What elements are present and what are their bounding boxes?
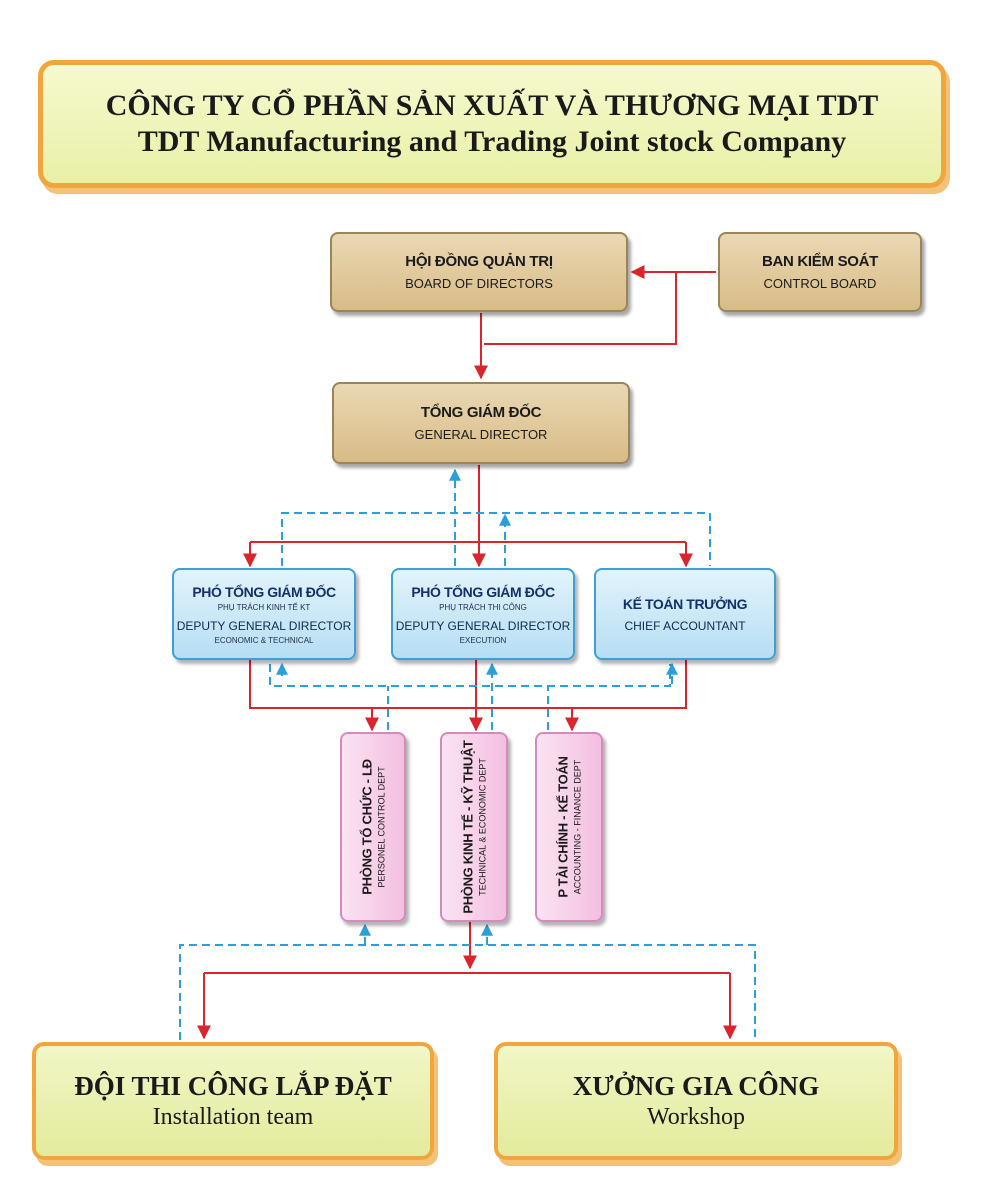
node-label-vn: TỔNG GIÁM ĐỐC xyxy=(420,404,542,421)
node-label-vn: HỘI ĐỒNG QUẢN TRỊ xyxy=(405,253,553,270)
line-control-to-director xyxy=(484,272,677,345)
node-deputy-economic: PHÓ TỔNG GIÁM ĐỐC PHỤ TRÁCH KINH TẾ KT D… xyxy=(172,568,356,660)
node-label-vn: BAN KIỂM SOÁT xyxy=(761,253,879,270)
node-control-board: BAN KIỂM SOÁT CONTROL BOARD xyxy=(718,232,922,312)
node-label-vn: ĐỘI THI CÔNG LẮP ĐẶT xyxy=(74,1071,392,1101)
node-label-vn: PHÒNG TỔ CHỨC - LĐ xyxy=(359,759,375,895)
node-board-of-directors: HỘI ĐỒNG QUẢN TRỊ BOARD OF DIRECTORS xyxy=(330,232,628,312)
node-label-en: CHIEF ACCOUNTANT xyxy=(624,618,746,633)
node-label-en: DEPUTY GENERAL DIRECTOR xyxy=(395,618,571,633)
node-label-en: BOARD OF DIRECTORS xyxy=(405,276,553,291)
node-label-vn: XƯỞNG GIA CÔNG xyxy=(572,1071,820,1101)
node-dept-technical: PHÒNG KINH TẾ - KỸ THUẬT TECHNICAL & ECO… xyxy=(440,732,508,922)
node-sublabel-en: ECONOMIC & TECHNICAL xyxy=(214,635,314,645)
node-workshop: XƯỞNG GIA CÔNG Workshop xyxy=(494,1042,898,1160)
node-chief-accountant: KẾ TOÁN TRƯỞNG CHIEF ACCOUNTANT xyxy=(594,568,776,660)
node-sublabel-vn: PHỤ TRÁCH THI CÔNG xyxy=(439,602,527,612)
node-dept-personnel: PHÒNG TỔ CHỨC - LĐ PERSONEL CONTROL DEPT xyxy=(340,732,406,922)
node-label-en: CONTROL BOARD xyxy=(763,276,877,291)
node-vertical-label: P TÀI CHÍNH - KẾ TOÁN ACCOUNTING - FINAN… xyxy=(556,756,583,897)
node-label-en: Installation team xyxy=(152,1104,314,1130)
node-label-vn: PHÓ TỔNG GIÁM ĐỐC xyxy=(192,583,336,600)
node-label-vn: PHÓ TỔNG GIÁM ĐỐC xyxy=(411,583,555,600)
node-vertical-label: PHÒNG TỔ CHỨC - LĐ PERSONEL CONTROL DEPT xyxy=(360,759,387,894)
node-general-director: TỔNG GIÁM ĐỐC GENERAL DIRECTOR xyxy=(332,382,630,464)
feedback-teams-bus xyxy=(179,944,756,1040)
node-installation-team: ĐỘI THI CÔNG LẮP ĐẶT Installation team xyxy=(32,1042,434,1160)
node-label-en: GENERAL DIRECTOR xyxy=(414,427,548,442)
node-vertical-label: PHÒNG KINH TẾ - KỸ THUẬT TECHNICAL & ECO… xyxy=(461,740,488,913)
node-sublabel-en: EXECUTION xyxy=(459,635,507,645)
node-label-en: PERSONEL CONTROL DEPT xyxy=(376,766,387,888)
node-sublabel-vn: PHỤ TRÁCH KINH TẾ KT xyxy=(217,602,311,612)
company-name-en: TDT Manufacturing and Trading Joint stoc… xyxy=(137,125,847,158)
company-title-banner: CÔNG TY CỔ PHẦN SẢN XUẤT VÀ THƯƠNG MẠI T… xyxy=(38,60,946,188)
node-label-vn: P TÀI CHÍNH - KẾ TOÁN xyxy=(555,756,571,898)
company-name-vn: CÔNG TY CỔ PHẦN SẢN XUẤT VÀ THƯƠNG MẠI T… xyxy=(105,89,879,122)
line-dept-bus xyxy=(249,660,687,709)
node-deputy-execution: PHÓ TỔNG GIÁM ĐỐC PHỤ TRÁCH THI CÔNG DEP… xyxy=(391,568,575,660)
node-label-en: TECHNICAL & ECONOMIC DEPT xyxy=(477,758,488,896)
node-dept-finance: P TÀI CHÍNH - KẾ TOÁN ACCOUNTING - FINAN… xyxy=(535,732,603,922)
node-label-vn: PHÒNG KINH TẾ - KỸ THUẬT xyxy=(460,740,476,914)
feedback-deputy-bus xyxy=(281,512,711,566)
feedback-depts-bus xyxy=(269,664,671,687)
node-label-en: DEPUTY GENERAL DIRECTOR xyxy=(176,618,352,633)
node-label-en: ACCOUNTING - FINANCE DEPT xyxy=(572,759,583,895)
node-label-en: Workshop xyxy=(646,1104,746,1130)
node-label-vn: KẾ TOÁN TRƯỞNG xyxy=(622,595,748,612)
